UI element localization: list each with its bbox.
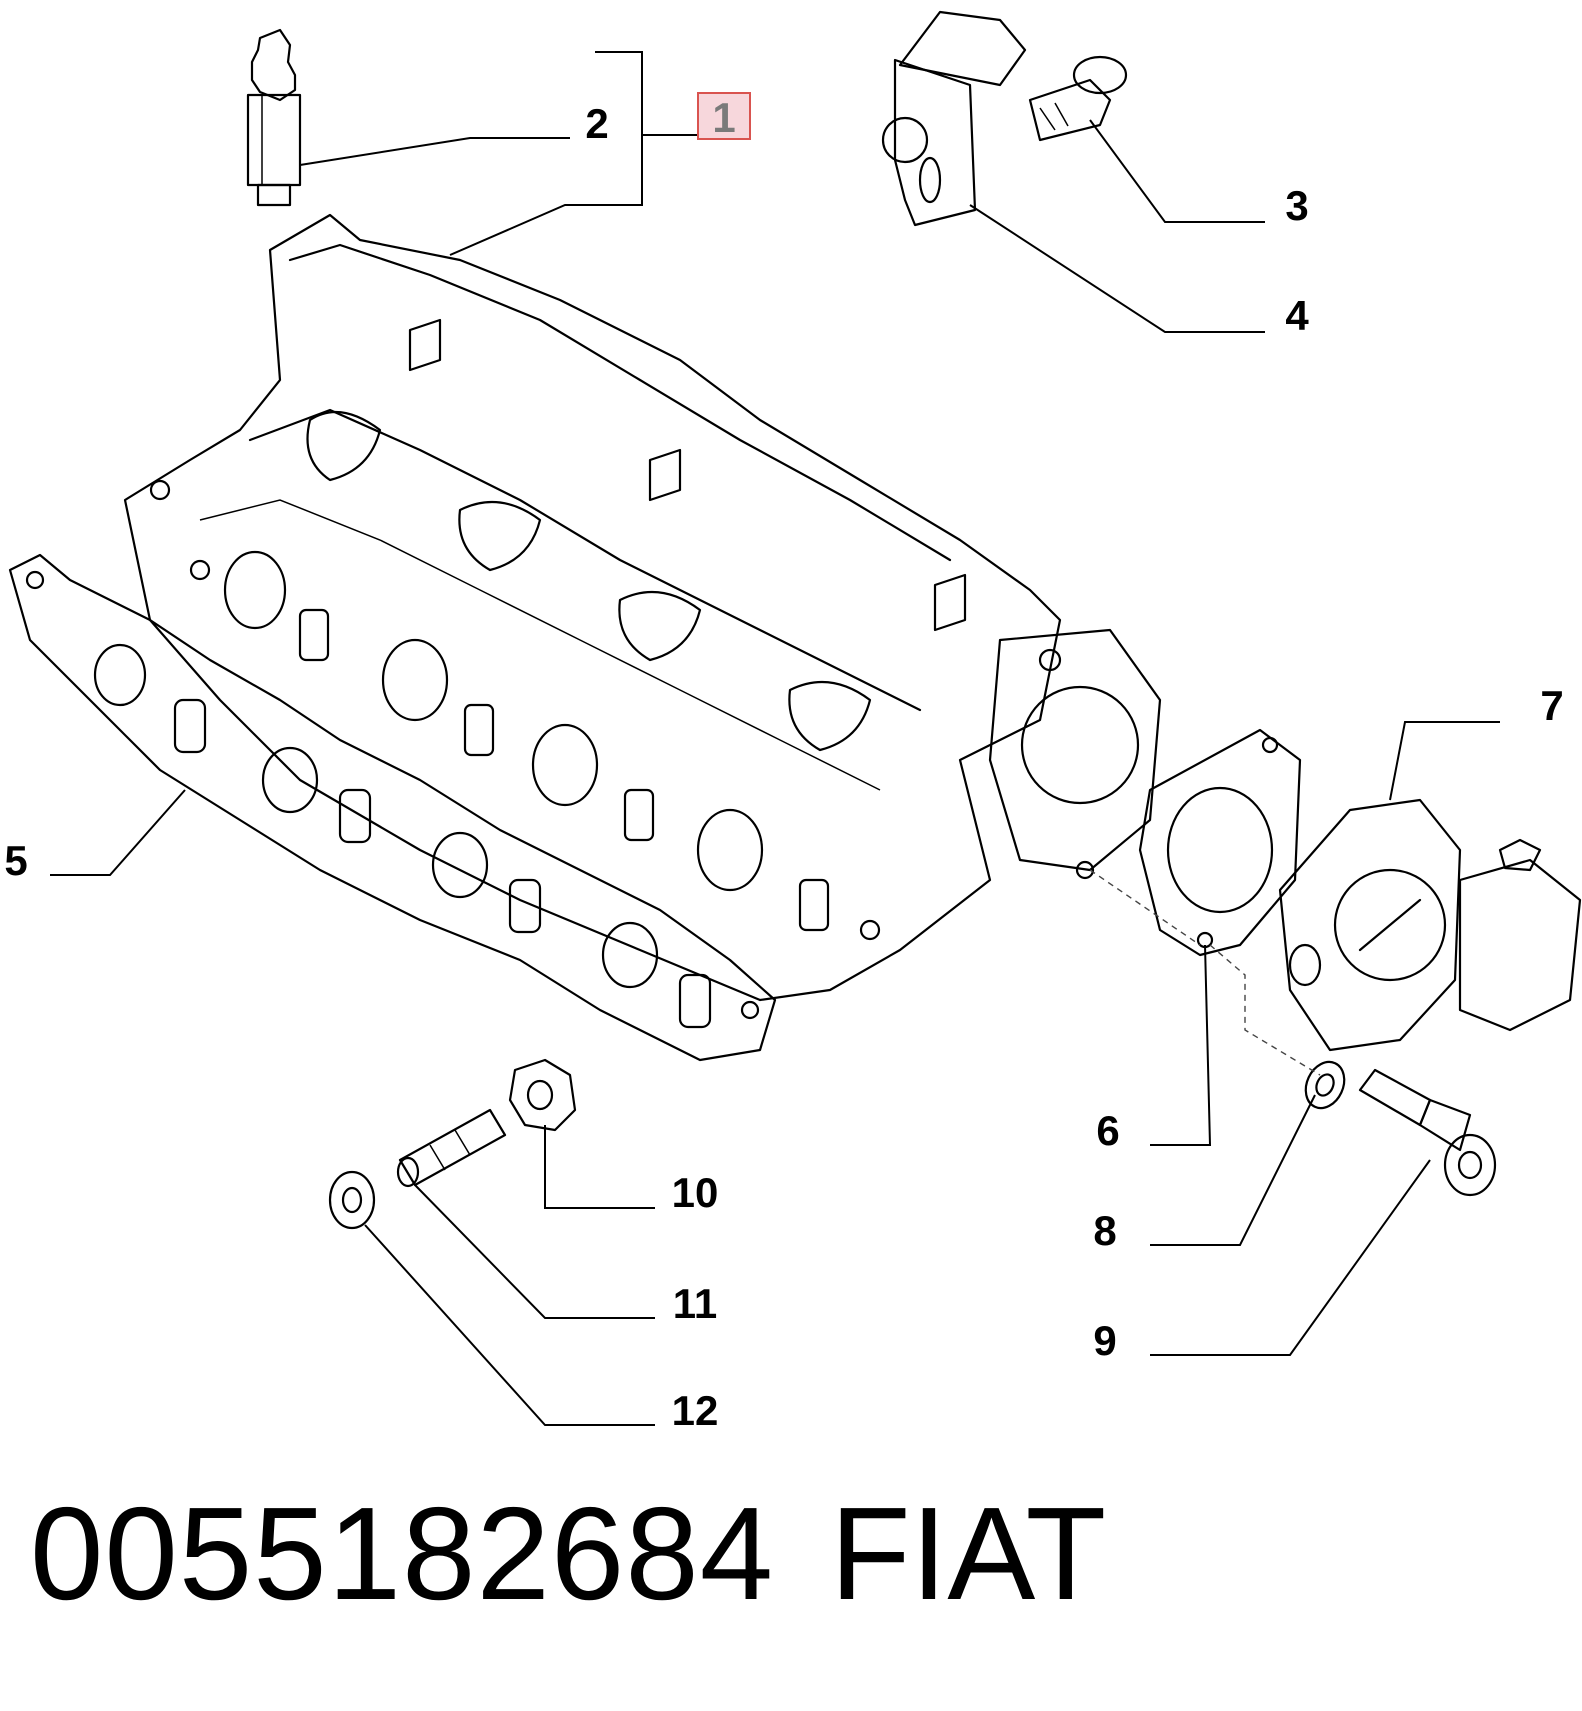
part-throttle-body: [1278, 798, 1582, 1052]
callout-10[interactable]: 10: [672, 1169, 719, 1216]
callout-12[interactable]: 12: [672, 1387, 719, 1434]
part-bolt-3: [1028, 55, 1128, 142]
alignment-line-a: [1089, 869, 1201, 946]
part-manifold-gasket: [8, 553, 777, 1062]
part-sensor: [881, 10, 1027, 227]
part-cap-screw: [1358, 1068, 1497, 1197]
leader-lines: [50, 51, 1500, 1426]
part-hose-connector: [246, 28, 302, 207]
callout-7[interactable]: 7: [1540, 682, 1563, 729]
callout-9[interactable]: 9: [1093, 1317, 1116, 1364]
callout-3[interactable]: 3: [1285, 182, 1308, 229]
callout-8[interactable]: 8: [1093, 1207, 1116, 1254]
part-intake-manifold: [123, 213, 1162, 1002]
callout-1-label: 1: [712, 94, 735, 141]
callout-6[interactable]: 6: [1096, 1107, 1119, 1154]
alignment-line-b: [1209, 944, 1321, 1076]
callout-5[interactable]: 5: [4, 837, 27, 884]
callout-1-highlight: [697, 92, 751, 140]
part-number-caption: 0055182684: [30, 1480, 775, 1627]
part-nut: [508, 1058, 577, 1132]
callout-1[interactable]: 1: [697, 92, 751, 141]
part-washer-12: [328, 1170, 376, 1230]
part-washer-8: [1304, 1060, 1346, 1110]
part-stud: [396, 1108, 507, 1188]
callout-4[interactable]: 4: [1285, 292, 1309, 339]
brand-caption: FIAT: [830, 1480, 1107, 1627]
callout-2[interactable]: 2: [585, 100, 608, 147]
callout-11[interactable]: 11: [673, 1280, 717, 1327]
